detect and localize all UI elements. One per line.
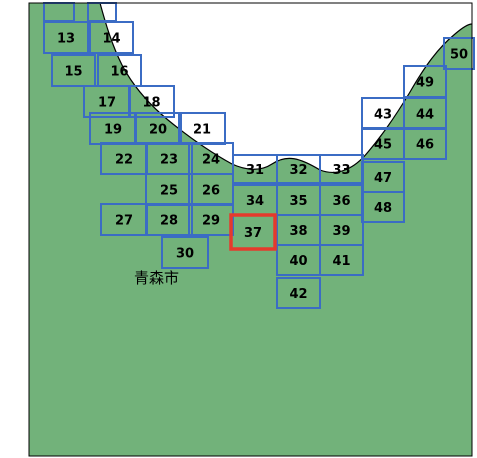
tile-label: 30 (176, 247, 194, 262)
map-tile-41[interactable]: 41 (319, 244, 364, 276)
tile-label: 20 (149, 123, 167, 138)
tile-label: 26 (202, 184, 220, 199)
tile-label: 33 (332, 163, 350, 178)
tile-label: 21 (193, 123, 211, 138)
tile-label: 27 (115, 214, 133, 229)
map-tile-15[interactable]: 15 (51, 54, 96, 87)
tile-border (89, 21, 134, 54)
tile-border (128, 85, 175, 118)
tile-grid: 13 14 15 16 17 18 19 20 21 22 23 24 25 26 27 28 29 30 31 32… (43, 21, 475, 309)
map-tile-29[interactable]: 29 (188, 203, 234, 236)
map-tile-50[interactable]: 50 (443, 37, 475, 70)
tile-border (276, 277, 321, 309)
tile-label: 13 (57, 32, 75, 47)
tile-label: 46 (416, 138, 434, 153)
map-tile-46[interactable]: 46 (403, 127, 447, 160)
map-tile-28[interactable]: 28 (145, 203, 193, 236)
tile-label: 47 (374, 171, 392, 186)
tile-border (319, 244, 364, 276)
tile-label: 39 (332, 224, 350, 239)
tile-border (43, 21, 89, 54)
map-tile-42[interactable]: 42 (276, 277, 321, 309)
tile-label: 32 (289, 163, 307, 178)
tile-label: 49 (416, 76, 434, 91)
tile-label: 43 (374, 108, 392, 123)
tile-label: 42 (289, 287, 307, 302)
tile-label: 44 (416, 108, 434, 123)
tile-label: 29 (202, 214, 220, 229)
map-tile-18[interactable]: 18 (128, 85, 175, 118)
selected-tile-border (229, 213, 277, 251)
tile-border (145, 203, 193, 236)
tile-border (51, 54, 96, 87)
map-tile-30[interactable]: 30 (161, 236, 209, 269)
tile-label: 28 (160, 214, 178, 229)
tile-border (161, 236, 209, 269)
tile-label: 38 (289, 224, 307, 239)
tile-label: 25 (160, 184, 178, 199)
tile-border (443, 37, 475, 70)
coastline (99, 2, 473, 173)
tile-label: 41 (332, 254, 350, 269)
tile-label: 36 (332, 194, 350, 209)
tile-label: 17 (98, 96, 116, 111)
tile-label: 48 (374, 201, 392, 216)
city-label-aomori: 青森市 (134, 269, 179, 287)
tile-label: 18 (142, 96, 160, 111)
tile-label: 45 (374, 138, 392, 153)
tile-label: 16 (110, 65, 128, 80)
tile-label: 23 (160, 153, 178, 168)
tile-label: 22 (115, 153, 133, 168)
tile-border (403, 65, 447, 98)
tile-label: 24 (202, 153, 220, 168)
map-tile-37[interactable]: 37 (229, 213, 277, 251)
tile-label: 35 (289, 194, 307, 209)
tile-border (188, 203, 234, 236)
tile-border (361, 191, 405, 223)
tile-label: 14 (102, 32, 120, 47)
map-tile-48[interactable]: 48 (361, 191, 405, 223)
map-frame (28, 2, 473, 457)
map-tile-49[interactable]: 49 (403, 65, 447, 98)
map-tile-13[interactable]: 13 (43, 21, 89, 54)
tile-label: 37 (244, 226, 262, 241)
tile-label: 15 (64, 65, 82, 80)
tile-label: 19 (104, 123, 122, 138)
tile-border (403, 127, 447, 160)
tile-label: 34 (246, 194, 264, 209)
tile-label: 31 (246, 163, 264, 178)
map-tile-14[interactable]: 14 (89, 21, 134, 54)
tile-label: 50 (450, 48, 468, 63)
tile-label: 40 (289, 254, 307, 269)
